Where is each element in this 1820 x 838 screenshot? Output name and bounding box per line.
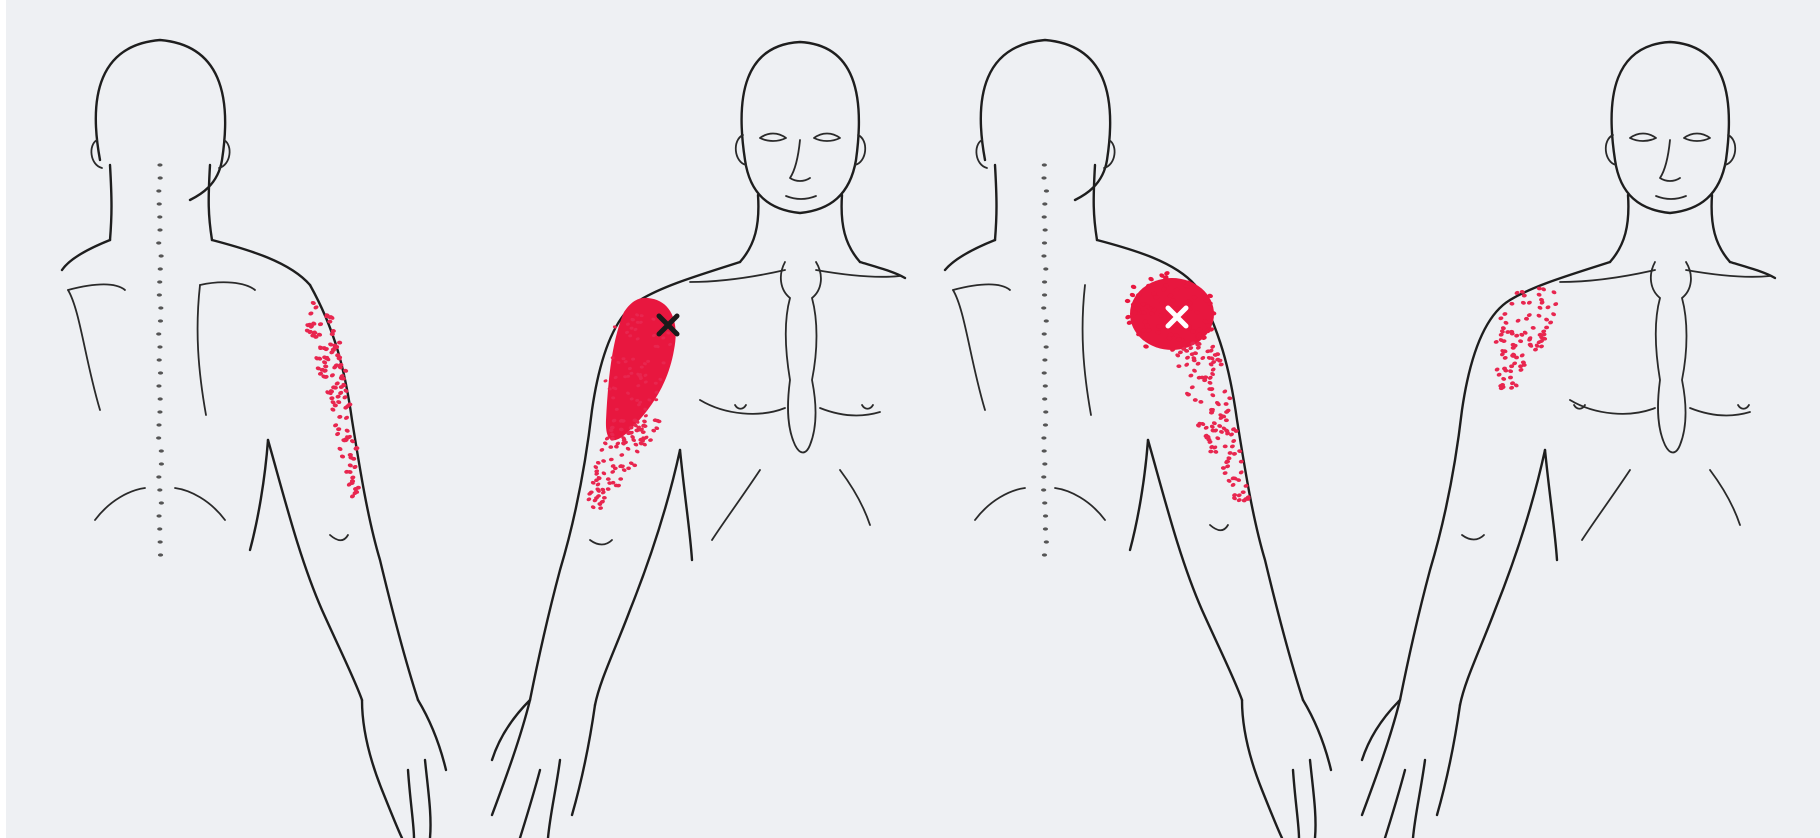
spine-dot bbox=[1041, 488, 1046, 491]
spine-dot bbox=[156, 514, 161, 517]
spine-dot bbox=[157, 527, 162, 530]
spine-dot bbox=[158, 319, 163, 322]
spine-dot bbox=[1043, 384, 1048, 387]
x-mark-icon bbox=[1166, 306, 1188, 328]
spine-dot bbox=[156, 384, 161, 387]
spine-dot bbox=[1042, 449, 1047, 452]
spine-dot bbox=[157, 228, 162, 231]
pain-dot bbox=[622, 357, 626, 360]
spine-dot bbox=[1042, 462, 1047, 465]
spine-dot bbox=[1043, 410, 1048, 413]
spine-dot bbox=[156, 423, 161, 426]
spine-dot bbox=[158, 306, 163, 309]
spine-dot bbox=[1042, 332, 1047, 335]
spine-dot bbox=[1042, 280, 1047, 283]
spine-dot bbox=[1042, 358, 1047, 361]
spine-dot bbox=[157, 358, 162, 361]
spine-dot bbox=[1042, 397, 1047, 400]
spine-dot bbox=[1042, 553, 1047, 556]
spine-dot bbox=[157, 488, 162, 491]
spine-dot bbox=[1042, 293, 1047, 296]
spine-dot bbox=[159, 449, 164, 452]
spine-dot bbox=[157, 202, 162, 205]
spine-dot bbox=[156, 189, 161, 192]
spine-dot bbox=[156, 475, 161, 478]
spine-dot bbox=[158, 540, 163, 543]
spine-dot bbox=[158, 397, 163, 400]
spine-dot bbox=[157, 163, 162, 166]
spine-dot bbox=[157, 280, 162, 283]
spine-dot bbox=[1043, 267, 1048, 270]
spine-dot bbox=[157, 345, 162, 348]
spine-dot bbox=[1041, 306, 1046, 309]
spine-dot bbox=[159, 254, 164, 257]
spine-dot bbox=[1041, 176, 1046, 179]
spine-dot bbox=[1044, 189, 1049, 192]
spine-dot bbox=[156, 436, 161, 439]
spine-dot bbox=[158, 267, 163, 270]
spine-dot bbox=[157, 215, 162, 218]
spine-dot bbox=[1043, 527, 1048, 530]
spine-dot bbox=[159, 462, 164, 465]
pain-dot bbox=[1224, 402, 1229, 406]
pain-dot bbox=[606, 477, 611, 481]
spine-dot bbox=[156, 241, 161, 244]
spine-dot bbox=[1043, 423, 1048, 426]
spine-dot bbox=[157, 410, 162, 413]
spine-dot bbox=[1042, 202, 1047, 205]
pain-dot bbox=[1514, 356, 1519, 360]
spine-dot bbox=[1044, 345, 1049, 348]
spine-dot bbox=[158, 371, 163, 374]
spine-dot bbox=[1043, 514, 1048, 517]
spine-dot bbox=[157, 293, 162, 296]
pain-dot bbox=[1511, 343, 1516, 347]
spine-dot bbox=[1041, 436, 1046, 439]
spine-dot bbox=[158, 553, 163, 556]
spine-dot bbox=[1041, 254, 1046, 257]
spine-dot bbox=[1042, 215, 1047, 218]
spine-dot bbox=[1042, 163, 1047, 166]
spine-dot bbox=[1043, 228, 1048, 231]
spine-dot bbox=[1044, 540, 1049, 543]
spine-dot bbox=[1042, 501, 1047, 504]
spine-dot bbox=[156, 332, 161, 335]
spine-dot bbox=[1042, 241, 1047, 244]
pain-dot bbox=[626, 432, 631, 436]
spine-dot bbox=[1041, 475, 1046, 478]
pain-dot bbox=[1176, 364, 1181, 368]
left-border bbox=[0, 0, 6, 838]
spine-dot bbox=[159, 501, 164, 504]
pain-dot bbox=[1224, 418, 1229, 422]
spine-dot bbox=[1044, 319, 1049, 322]
spine-dot bbox=[1042, 371, 1047, 374]
spine-dot bbox=[158, 176, 163, 179]
